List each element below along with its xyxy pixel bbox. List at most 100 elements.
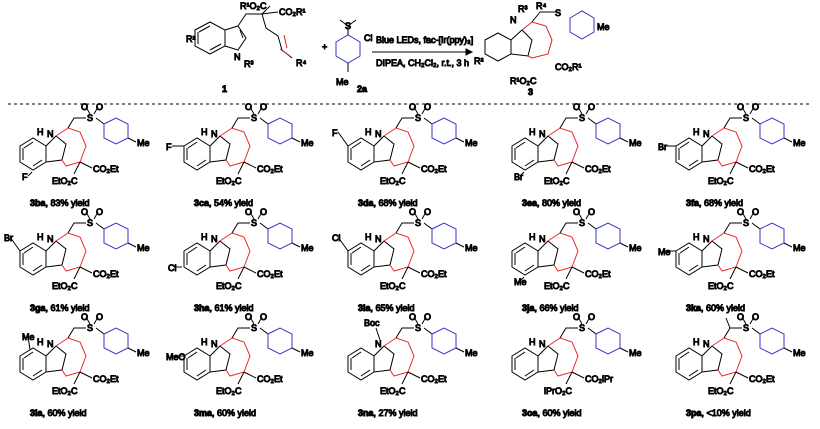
- ester-bond: [79, 266, 93, 274]
- sulfonyl-aryl-bond: [423, 222, 433, 230]
- product-id-label: 3ga: [30, 303, 47, 313]
- indole-n-label: N: [375, 234, 382, 244]
- ester-left-label: EtO₂C: [380, 176, 406, 186]
- benzene-double-bond: [524, 159, 535, 167]
- sulfonyl-aryl-bond: [95, 327, 105, 335]
- sulfonyl-o-label: O: [424, 102, 431, 112]
- tolyl-ring: [103, 222, 129, 250]
- benzene-ring: [511, 242, 539, 276]
- ester-right-label: CO₂Et: [257, 269, 283, 279]
- ester-right-label: CO₂Et: [749, 374, 775, 384]
- ester-bond: [407, 161, 421, 169]
- indole-nh-h-label: H: [37, 232, 44, 242]
- indole-nh-h-label: H: [201, 337, 208, 347]
- methylene-linker: [231, 222, 250, 234]
- benzene-double-bond: [515, 141, 526, 149]
- tolyl-me-label: Me: [793, 243, 806, 253]
- ring-substituent-label: Cl: [332, 233, 341, 243]
- sulfonyl-oxygen-bond: [249, 211, 255, 220]
- tolyl-methyl-bond: [783, 242, 793, 248]
- pyrrole-ring: [537, 240, 559, 268]
- ring-substituent-label: F: [166, 142, 172, 152]
- indole-n-label: N: [211, 339, 218, 349]
- tolyl-me-label: Me: [137, 243, 150, 253]
- methylene-linker: [231, 117, 250, 129]
- plus-sign: +: [322, 42, 327, 52]
- sulfonyl-aryl-bond: [587, 117, 597, 125]
- p-r4-label: R⁴: [536, 1, 546, 11]
- product-id-label: 3la: [30, 408, 44, 418]
- ester-right-label: CO₂Et: [585, 269, 611, 279]
- tolyl-methyl-bond: [783, 137, 793, 143]
- ring-substituent-label: Me: [658, 247, 671, 257]
- tolyl-me-label: Me: [629, 243, 642, 253]
- sulfonyl-oxygen-bond: [85, 211, 91, 220]
- benzene-double-bond: [351, 351, 362, 359]
- ester-bond: [735, 161, 749, 169]
- sulfonyl-o-label: O: [245, 102, 252, 112]
- r1-r2-label: R²: [186, 34, 196, 44]
- sulfonyl-o-label: O: [573, 312, 580, 322]
- product-id-label: 3ea: [522, 198, 538, 208]
- product-caption: 3ia, 65% yield: [358, 303, 415, 313]
- sulfonyl-o-label: O: [573, 102, 580, 112]
- pyrrole-ring: [45, 240, 67, 268]
- sulfonyl-o-label: O: [81, 207, 88, 217]
- pyrrole-ring: [537, 345, 559, 373]
- sulfonyl-oxygen-bond: [577, 211, 583, 220]
- ester-left-label: EtO₂C: [708, 386, 734, 396]
- product-id-label: 3ca: [194, 198, 210, 208]
- reactant-2-id: 2a: [357, 84, 368, 94]
- p-r2-label: R²: [474, 56, 484, 66]
- ester-right-label: CO₂Et: [93, 374, 119, 384]
- ester-bond: [565, 161, 573, 175]
- ester-right-label: CO₂Et: [257, 164, 283, 174]
- benzene-double-bond: [23, 141, 34, 149]
- sulfonyl-oxygen-bond: [585, 106, 591, 115]
- tolyl-ring: [759, 222, 785, 250]
- ester-right-label: CO₂Et: [749, 269, 775, 279]
- indole-nh-h-label: H: [201, 232, 208, 242]
- ester-left-label: EtO₂C: [544, 176, 570, 186]
- sulfonyl-oxygen-bond: [749, 211, 755, 220]
- sulfonyl-o-label: O: [260, 312, 267, 322]
- tolyl-ring: [103, 117, 129, 145]
- ester-bond: [729, 266, 737, 280]
- pyrrole-ring: [373, 345, 395, 373]
- indole-n-label: N: [375, 339, 382, 349]
- p-ester-left-label: R¹O₂C: [510, 76, 537, 86]
- indole-n-label: N: [375, 129, 382, 139]
- methylene-linker: [67, 117, 86, 129]
- sulfonyl-o-label: O: [96, 312, 103, 322]
- ester-bond: [407, 266, 421, 274]
- sulfonyl-oxygen-bond: [421, 316, 427, 325]
- sulfonyl-o-label: O: [96, 207, 103, 217]
- ester-left-label: EtO₂C: [52, 386, 78, 396]
- sulfonyl-oxygen-bond: [413, 106, 419, 115]
- ring-substituent-bond: [337, 131, 349, 147]
- sulfonyl-oxygen-bond: [585, 211, 591, 220]
- benzene-double-bond: [196, 264, 207, 272]
- sulfonyl-oxygen-bond: [741, 106, 747, 115]
- tolyl-ring: [595, 117, 621, 145]
- ester-bond: [735, 371, 749, 379]
- indole-nh-h-label: H: [529, 127, 536, 137]
- product-yield-label: , 80% yield: [537, 198, 581, 208]
- benzene-double-bond: [351, 141, 362, 149]
- ester-bond: [243, 371, 257, 379]
- product-caption: 3oa, 60% yield: [522, 408, 582, 418]
- benzene-double-bond: [360, 159, 371, 167]
- sulfonyl-oxygen-bond: [413, 211, 419, 220]
- tolyl-ring: [431, 117, 457, 145]
- sulfonyl-o-label: O: [573, 207, 580, 217]
- ring-substituent-bond: [9, 236, 21, 252]
- indole-n-label: N: [703, 129, 710, 139]
- product-caption: 3ha, 61% yield: [194, 303, 254, 313]
- ester-left-label: EtO₂C: [52, 281, 78, 291]
